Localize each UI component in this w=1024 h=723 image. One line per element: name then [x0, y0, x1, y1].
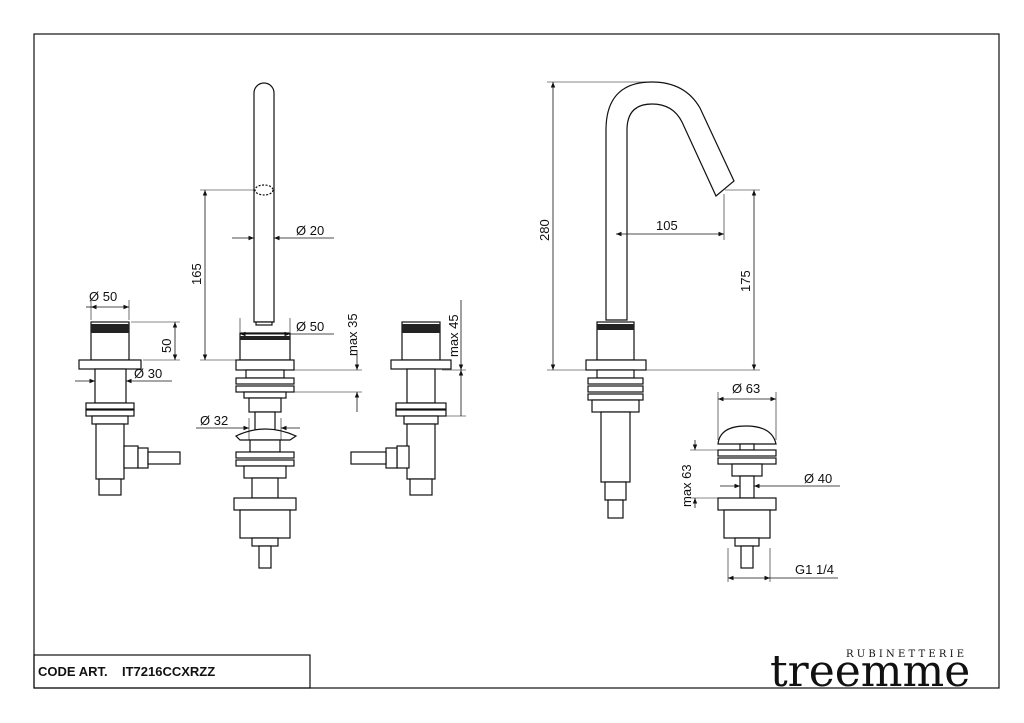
spout-diameter-label: Ø 20 [296, 223, 324, 238]
left-handle-front-view [78, 321, 181, 496]
spout-front-view [233, 82, 298, 569]
code-value: IT7216CCXRZZ [122, 664, 215, 679]
spout-side-view [585, 81, 735, 519]
side-view-dimensions: 280 175 105 [537, 81, 760, 371]
right-handle-max-label: max 45 [446, 314, 461, 357]
left-handle-diameter-label: Ø 50 [89, 289, 117, 304]
side-outlet-height-label: 175 [738, 270, 753, 292]
left-handle-height-label: 50 [159, 339, 174, 353]
side-reach-label: 105 [656, 218, 678, 233]
spout-hole-label: Ø 32 [200, 413, 228, 428]
brand-logo: RUBINETTERIE treemme [770, 646, 970, 697]
left-handle-stem-label: Ø 30 [134, 366, 162, 381]
brand-subtitle: RUBINETTERIE [846, 649, 967, 660]
side-height-label: 280 [537, 219, 552, 241]
code-label: CODE ART. [38, 664, 108, 679]
waste-thread-label: G1 1/4 [795, 562, 834, 577]
title-block: CODE ART. IT7216CCXRZZ [33, 654, 311, 689]
waste-drain-view [717, 425, 777, 569]
waste-max-label: max 63 [679, 464, 694, 507]
aerator-icon [254, 184, 274, 196]
left-handle-dimensions: Ø 50 50 Ø 30 [75, 289, 180, 384]
spout-deck-max-label: max 35 [345, 313, 360, 356]
waste-stem-label: Ø 40 [804, 471, 832, 486]
spout-base-diameter-label: Ø 50 [296, 319, 324, 334]
brand-name: treemme [770, 646, 970, 697]
right-handle-front-view [350, 321, 452, 496]
sheet-border [33, 33, 1000, 689]
waste-dimensions: Ø 63 max 63 Ø 40 G1 1/4 [679, 381, 840, 582]
waste-diameter-label: Ø 63 [732, 381, 760, 396]
spout-height-label: 165 [189, 263, 204, 285]
spout-dimensions: 165 Ø 20 Ø 50 max 35 Ø 32 [189, 189, 362, 440]
right-handle-dimensions: max 45 [442, 300, 466, 417]
